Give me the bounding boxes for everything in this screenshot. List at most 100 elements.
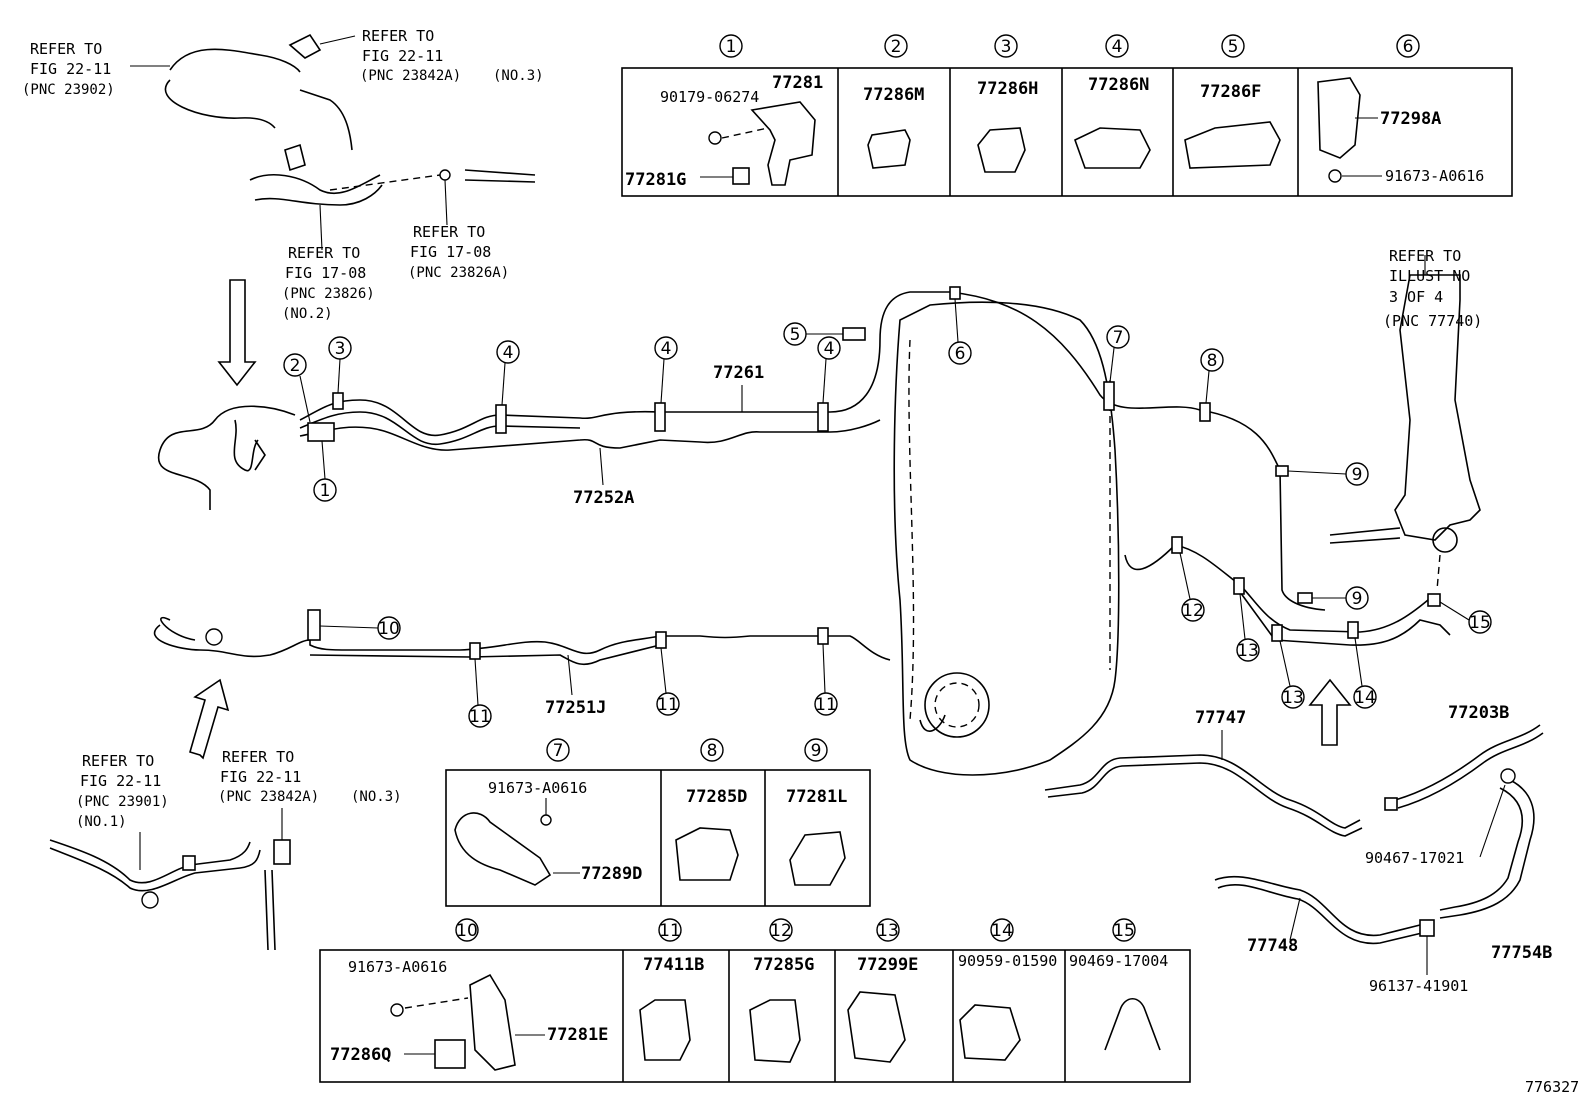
svg-text:9: 9 [1352, 465, 1363, 485]
ref-g-line2: ILLUST NO [1389, 267, 1470, 285]
part-77754b-label: 77754B [1491, 943, 1552, 963]
fuel-tank-outline [893, 301, 1120, 776]
callout-13b: 13 [1279, 640, 1305, 709]
svg-text:12: 12 [1182, 601, 1204, 621]
clip-9a [1275, 465, 1289, 477]
ref-a-line1: REFER TO [30, 40, 102, 58]
hose-upper [169, 48, 301, 73]
part-77252a-label: 77252A [573, 488, 634, 508]
box-bot-number-14: 14 [990, 918, 1014, 942]
clip-6 [949, 286, 961, 300]
c7-part-77289d: 77289D [581, 864, 642, 884]
callout-7: 7 [1106, 325, 1130, 383]
hose-left-cluster [157, 405, 296, 510]
lower-right-hoses: 77747 77203B 90467-17021 77754B 77748 96… [1044, 703, 1552, 995]
ref-f-line4: (NO.3) [351, 789, 402, 805]
clamp-90467 [1500, 768, 1516, 784]
up-arrow-right [1308, 678, 1352, 746]
ref-f-line1: REFER TO [222, 748, 294, 766]
ref-d-line2: FIG 17-08 [410, 243, 491, 261]
ref-e-line2: FIG 22-11 [80, 772, 161, 790]
clip-upper [288, 33, 322, 59]
callout-4a: 4 [496, 340, 520, 406]
callout-14: 14 [1353, 637, 1377, 709]
leader-77251j [567, 654, 573, 696]
box-top-frame [621, 67, 1513, 197]
ref-d-leader [444, 179, 448, 226]
part-77747-label: 77747 [1195, 708, 1246, 728]
svg-text:10: 10 [456, 921, 478, 941]
ref-g-line1: REFER TO [1389, 247, 1461, 265]
ref-g-line3: 3 OF 4 [1389, 288, 1443, 306]
hose-left-cluster-2 [233, 419, 259, 472]
clip-8 [1199, 402, 1211, 422]
clip-77281g-drawing [732, 167, 750, 185]
box-mid-number-8: 8 [700, 738, 724, 762]
hose-lower-ref-3 [264, 869, 276, 951]
c15-part: 90469-17004 [1069, 952, 1168, 970]
fitting-77203b [1384, 797, 1398, 811]
pipe-77747-2 [1047, 762, 1363, 837]
callout-9a: 9 [1287, 462, 1369, 486]
svg-text:7: 7 [553, 741, 564, 761]
callout-6: 6 [948, 298, 972, 365]
clip-11a [469, 642, 481, 660]
ref-c-leader [319, 204, 323, 251]
canister-port [1432, 527, 1458, 553]
callout-1: 1 [313, 440, 337, 502]
ref-a-line3: (PNC 23902) [22, 82, 115, 98]
callout-3: 3 [328, 336, 352, 394]
svg-text:4: 4 [1112, 37, 1123, 57]
box-bot-number-15: 15 [1112, 918, 1136, 942]
clip-77281l-drawing [789, 831, 846, 886]
svg-text:13: 13 [877, 921, 899, 941]
hose-77748-2 [1217, 884, 1423, 945]
box-bot-number-10: 10 [455, 918, 479, 942]
box-top-number-1: 1 [719, 34, 743, 58]
hose-upper-2 [164, 79, 276, 129]
clip-15 [1427, 593, 1441, 607]
ref-b-line3: (PNC 23842A) [360, 68, 461, 84]
leader-90467 [1479, 784, 1506, 858]
ref-f-line2: FIG 22-11 [220, 768, 301, 786]
svg-text:8: 8 [707, 741, 718, 761]
clip-1 [307, 422, 335, 442]
main-routing: 77261 77252A 77251J 2 3 1 4 4 4 5 6 7 8 … [153, 247, 1492, 776]
fitting-lower-ref [141, 891, 159, 909]
bolt-c10-drawing [390, 1003, 404, 1017]
svg-text:11: 11 [469, 707, 491, 727]
box-top-number-5: 5 [1221, 34, 1245, 58]
hose-77754b [1439, 779, 1535, 919]
c13-part: 77299E [857, 955, 918, 975]
svg-text:11: 11 [659, 921, 681, 941]
bracket-77298a-drawing [1317, 77, 1361, 159]
clip-11c [817, 627, 829, 645]
canister-dash [1436, 554, 1441, 591]
diagram-id: 776327 [1525, 1078, 1579, 1096]
down-arrow [217, 279, 257, 387]
svg-text:12: 12 [770, 921, 792, 941]
hose-mid [249, 174, 381, 195]
leader-77748 [1289, 897, 1301, 941]
hose-right-small [464, 169, 536, 183]
clip-90469-drawing [1104, 997, 1161, 1051]
pipe-right-lower-2 [1239, 591, 1451, 646]
box-bot-number-11: 11 [658, 918, 682, 942]
pipe-77747 [1044, 754, 1361, 829]
bolt-91673-drawing [1328, 169, 1342, 183]
callout-15: 15 [1439, 601, 1492, 634]
ref-b-leader [319, 35, 356, 45]
box-top-number-4: 4 [1105, 34, 1129, 58]
svg-text:4: 4 [661, 339, 672, 359]
pipe-right-lower [1124, 544, 1429, 633]
clip-77285d-drawing [675, 827, 739, 881]
svg-text:7: 7 [1113, 328, 1124, 348]
callout-13a: 13 [1236, 593, 1260, 662]
callout-10: 10 [319, 616, 401, 640]
clip-mid [284, 143, 306, 172]
c7-part-91673: 91673-A0616 [488, 779, 587, 797]
svg-text:13: 13 [1237, 641, 1259, 661]
clip-5 [842, 327, 866, 341]
clip-77286f-drawing [1184, 121, 1281, 169]
svg-text:2: 2 [891, 37, 902, 57]
